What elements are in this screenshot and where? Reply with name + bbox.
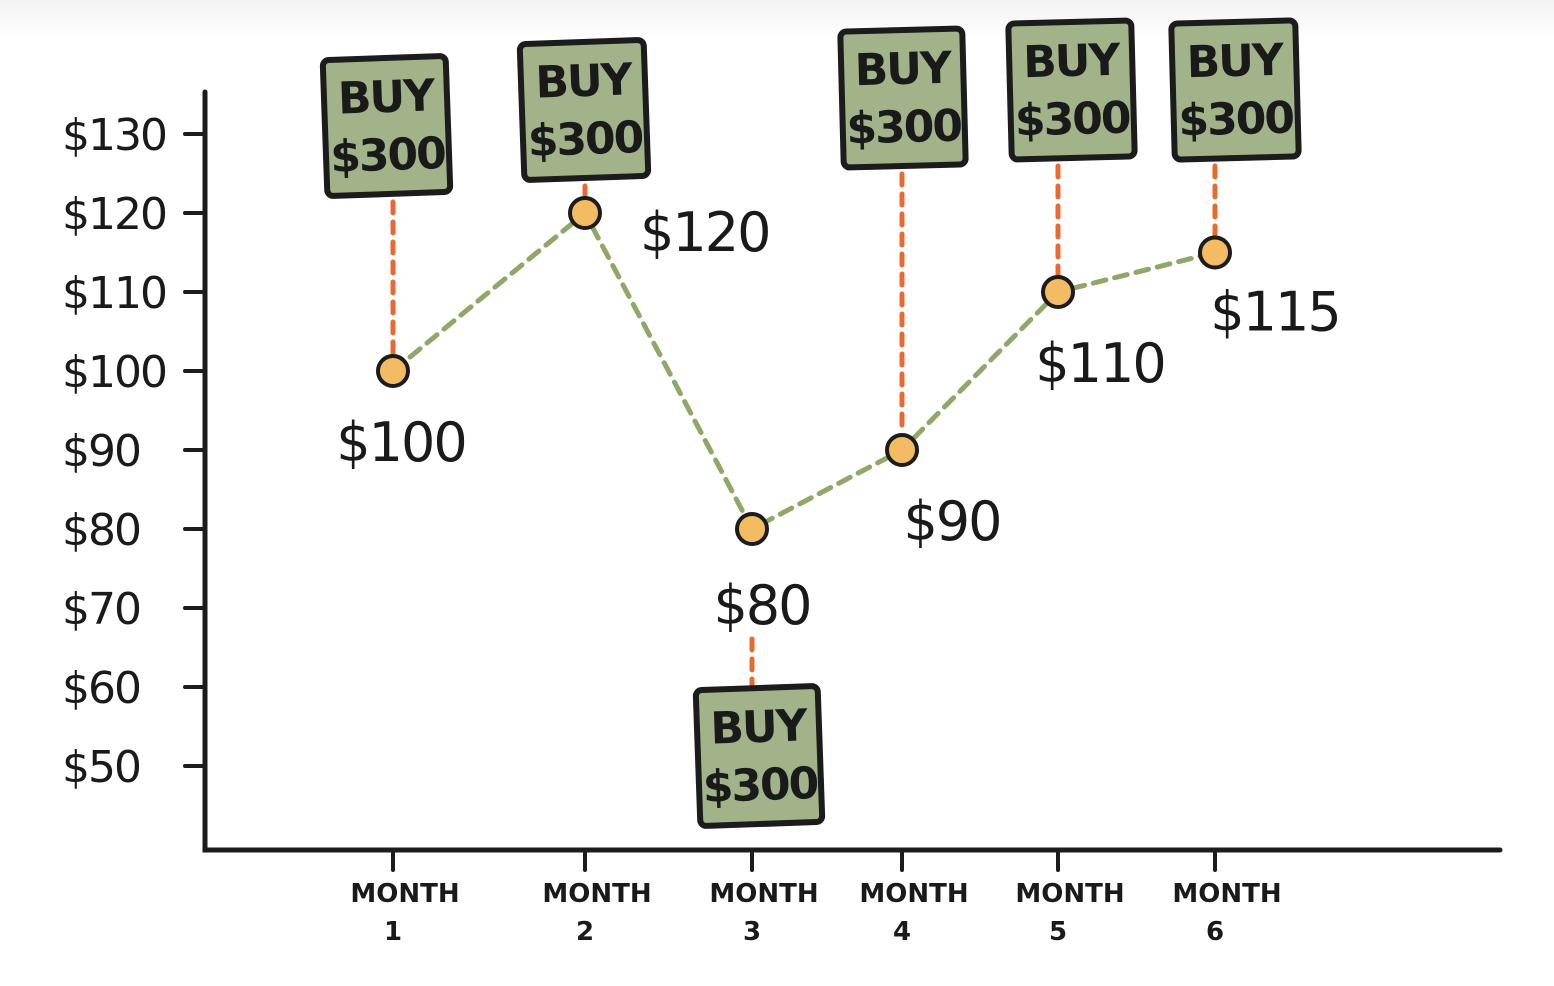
data-point <box>1041 275 1075 309</box>
x-tick-label-line: 3 <box>743 917 761 947</box>
x-tick-label-line: MONTH <box>1015 879 1124 909</box>
data-point <box>376 354 410 388</box>
y-tick-label: $100 <box>62 347 166 398</box>
data-label: $90 <box>903 490 1000 553</box>
x-tick-label: MONTH 4 <box>859 879 968 947</box>
buy-label: BUY <box>710 700 810 754</box>
buy-annotation: BUY$300 <box>1168 17 1302 163</box>
x-tick-label-line: MONTH <box>542 879 651 909</box>
data-label: $100 <box>336 411 465 474</box>
y-tick-label: $130 <box>62 110 166 161</box>
x-tick-label-line: MONTH <box>709 879 818 909</box>
buy-annotation: BUY$300 <box>1005 17 1138 163</box>
x-tick-label-line: MONTH <box>859 879 968 909</box>
buy-box <box>837 25 969 171</box>
buy-annotation: BUY$300 <box>319 53 454 199</box>
y-tick-label: $70 <box>62 584 140 635</box>
x-tick-label: MONTH 3 <box>709 879 818 947</box>
x-tick-label-line: 6 <box>1206 917 1224 947</box>
buy-label: BUY <box>1186 35 1286 89</box>
y-tick-label: $120 <box>62 189 166 240</box>
buy-amount: $300 <box>527 112 644 167</box>
data-label: $110 <box>1035 332 1164 395</box>
buy-label: BUY <box>854 43 954 97</box>
x-tick-label-line: MONTH <box>1172 879 1281 909</box>
buy-box <box>692 683 826 829</box>
x-tick-label-line: MONTH <box>350 879 459 909</box>
data-point <box>735 512 769 546</box>
x-tick-label-line: 4 <box>893 917 911 947</box>
buy-amount: $300 <box>846 100 962 154</box>
buy-box <box>319 53 454 199</box>
price-line <box>390 209 1218 533</box>
y-tick-label: $60 <box>62 663 140 714</box>
data-point <box>885 433 919 467</box>
x-tick-label: MONTH 2 <box>542 879 651 947</box>
buy-amount: $300 <box>702 758 819 813</box>
buy-box <box>1168 17 1302 163</box>
axes <box>202 89 1503 853</box>
buy-annotation: BUY$300 <box>692 683 826 829</box>
x-tick-label-line: 1 <box>384 917 402 947</box>
x-tick-label: MONTH 5 <box>1015 879 1124 947</box>
x-tick-label-line: 5 <box>1049 917 1067 947</box>
x-tick-label: MONTH 6 <box>1172 879 1281 947</box>
y-tick-label: $80 <box>62 505 140 556</box>
buy-annotation: BUY$300 <box>516 37 652 183</box>
buy-amount: $300 <box>1178 92 1294 146</box>
y-tick-label: $90 <box>62 426 140 477</box>
data-label: $115 <box>1210 281 1339 344</box>
y-tick-label: $110 <box>62 268 166 319</box>
buy-box <box>516 37 652 183</box>
y-tick-label: $50 <box>62 742 140 793</box>
buy-amount: $300 <box>329 128 446 183</box>
x-tick-label-line: 2 <box>576 917 594 947</box>
data-label: $120 <box>640 201 769 264</box>
data-point <box>568 196 602 230</box>
buy-annotation: BUY$300 <box>837 25 969 171</box>
buy-label: BUY <box>337 70 437 124</box>
buy-label: BUY <box>1023 35 1123 89</box>
data-label: $80 <box>713 574 810 637</box>
data-point <box>1198 235 1232 270</box>
buy-amount: $300 <box>1014 92 1130 146</box>
x-tick-label: MONTH 1 <box>350 879 459 947</box>
buy-label: BUY <box>535 54 635 108</box>
buy-box <box>1005 17 1138 163</box>
